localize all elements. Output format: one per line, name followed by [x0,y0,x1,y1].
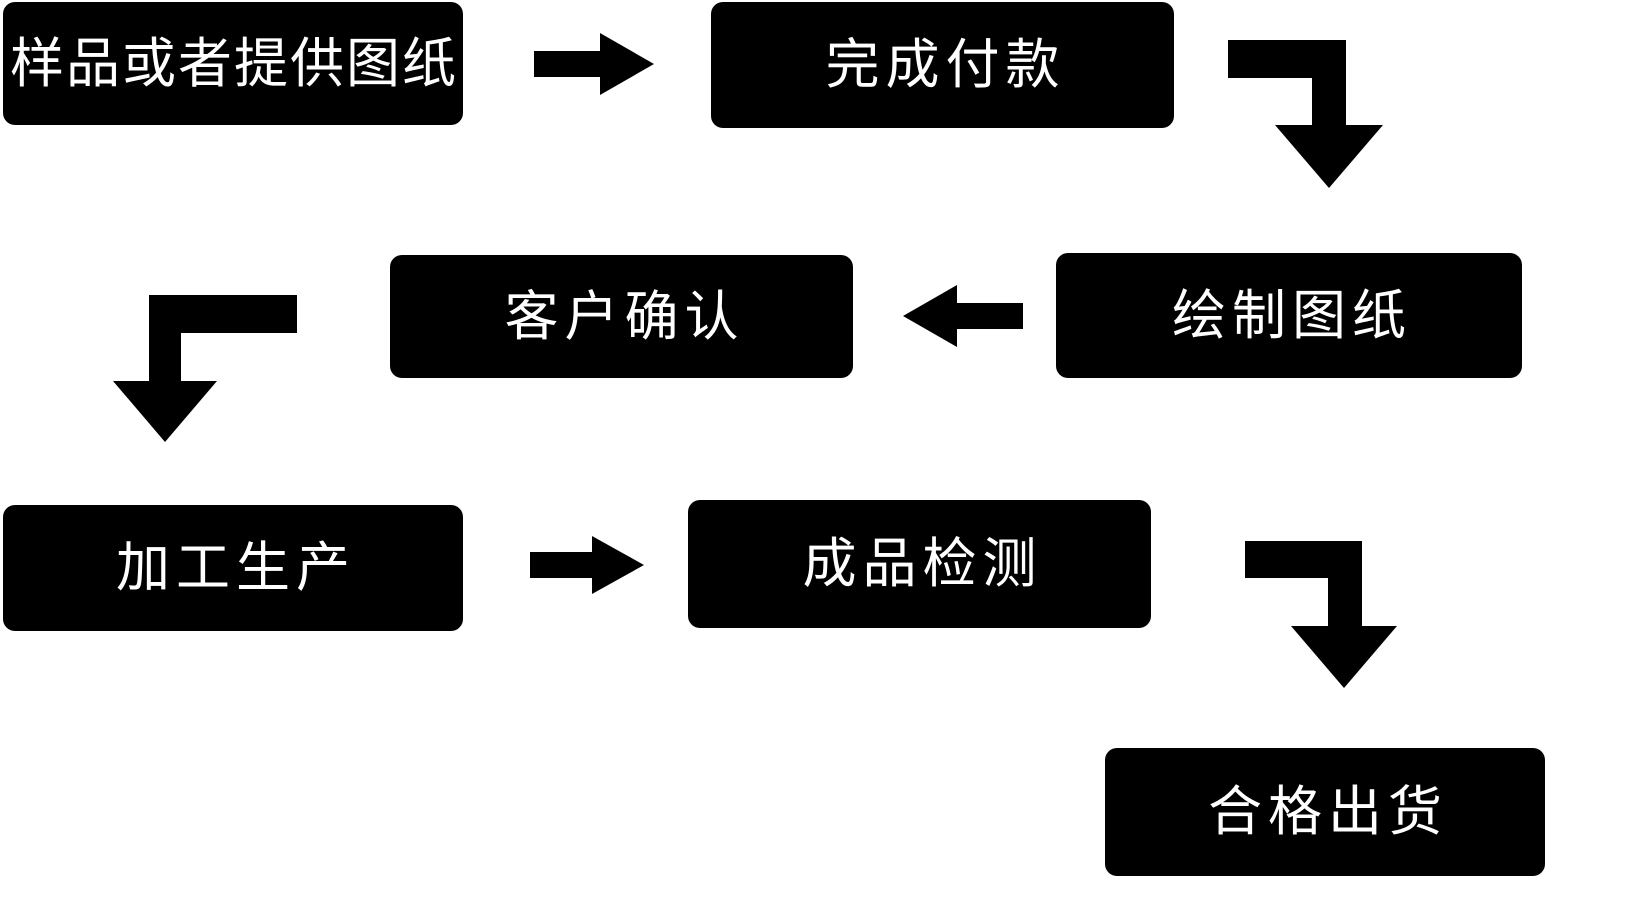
arrow-right-top-icon [534,33,654,95]
node-production[interactable]: 加工生产 [3,505,463,631]
node-sample-drawing[interactable]: 样品或者提供图纸 [3,2,463,125]
node-qualified-shipment[interactable]: 合格出货 [1105,748,1545,876]
arrow-elbow-top-right-icon [1228,40,1383,195]
arrow-left-middle-icon [903,285,1023,347]
arrow-elbow-middle-left-icon [113,295,297,447]
node-label-final-inspection: 成品检测 [802,534,1043,594]
node-label-complete-payment: 完成付款 [825,35,1066,95]
arrow-elbow-bottom-right-icon [1245,541,1397,693]
node-label-production: 加工生产 [116,538,356,598]
node-customer-confirm[interactable]: 客户确认 [390,255,853,378]
node-final-inspection[interactable]: 成品检测 [688,500,1151,628]
node-draw-drawing[interactable]: 绘制图纸 [1056,253,1522,378]
node-label-qualified-shipment: 合格出货 [1208,782,1448,842]
node-complete-payment[interactable]: 完成付款 [711,2,1174,128]
node-label-draw-drawing: 绘制图纸 [1172,285,1412,346]
node-label-sample-drawing: 样品或者提供图纸 [10,33,458,94]
node-label-customer-confirm: 客户确认 [504,286,745,347]
arrow-right-bottom-icon [530,536,644,594]
